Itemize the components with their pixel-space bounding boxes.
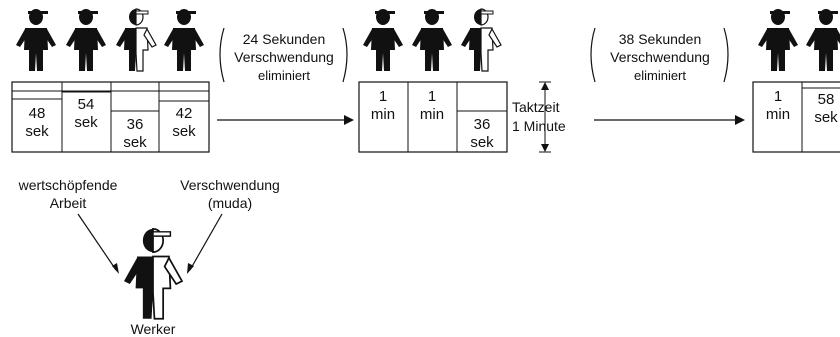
waste-eliminated-seconds: 38 Sekunden [619,31,702,47]
worker-figure-icon [806,9,840,71]
stage-2-time-box [358,81,508,153]
waste-label: (muda) [208,195,252,211]
value-adding-work-label: Arbeit [50,195,87,211]
worker-figure-icon [16,9,56,71]
cycle-time-unit: sek [172,123,196,140]
right-bracket [342,27,348,83]
cycle-time-unit: sek [25,123,49,140]
transition-2: 38 Sekunden Verschwendung eliminiert [590,27,745,125]
cycle-time-value: 42 [176,105,193,122]
stage-2: 1 min 1 min 36 sek Taktzeit 1 Minute [358,8,566,153]
waste-eliminated-verb: eliminiert [258,68,310,83]
half-waste-worker-icon [115,8,157,72]
cycle-time-unit: sek [814,109,838,126]
worker-figure-icon [66,9,106,71]
stage-1: 48 sek 54 sek 36 sek 42 sek [11,8,210,153]
value-adding-work-label: wertschöpfende [18,177,118,193]
waste-label: Verschwendung [180,177,280,193]
legend: wertschöpfende Arbeit Verschwendung (mud… [18,177,280,337]
waste-eliminated-label: Verschwendung [610,49,710,65]
transition-1: 24 Sekunden Verschwendung eliminiert [217,27,354,125]
left-bracket [590,27,596,83]
cycle-time-unit: sek [470,134,494,151]
cycle-time-unit: min [766,106,790,123]
waste-eliminated-label: Verschwendung [234,49,334,65]
worker-figure-icon [758,9,798,71]
cycle-time-value: 36 [127,116,144,133]
stage-3: 1 min 58 sek [752,9,840,153]
cycle-time-value: 1 [774,88,782,105]
waste-eliminated-verb: eliminiert [634,68,686,83]
worker-figure-icon [164,9,204,71]
left-bracket [219,27,225,83]
worker-label: Werker [131,321,176,337]
cycle-time-value: 58 [818,91,835,108]
half-waste-worker-icon [123,228,183,320]
waste-eliminated-seconds: 24 Sekunden [243,31,326,47]
cycle-time-unit: sek [74,114,98,131]
stage-2-workers [363,8,502,72]
right-bracket [723,27,729,83]
value-add-arrow-icon [77,213,117,271]
cycle-time-value: 1 [379,88,387,105]
takt-time-label: Taktzeit [512,99,560,115]
stage-1-workers [16,8,204,72]
stage-3-workers [758,9,840,71]
cycle-time-value: 36 [474,116,491,133]
cycle-time-unit: min [420,106,444,123]
stage-3-time-box [752,81,840,153]
cycle-time-unit: min [371,106,395,123]
cycle-time-unit: sek [123,134,147,151]
cycle-time-value: 54 [78,96,95,113]
worker-figure-icon [363,9,403,71]
half-waste-worker-icon [460,8,502,72]
waste-arrow-icon [189,213,223,271]
worker-figure-icon [412,9,452,71]
cycle-time-value: 1 [428,88,436,105]
takt-time-value: 1 Minute [512,118,566,134]
cycle-time-value: 48 [29,105,46,122]
